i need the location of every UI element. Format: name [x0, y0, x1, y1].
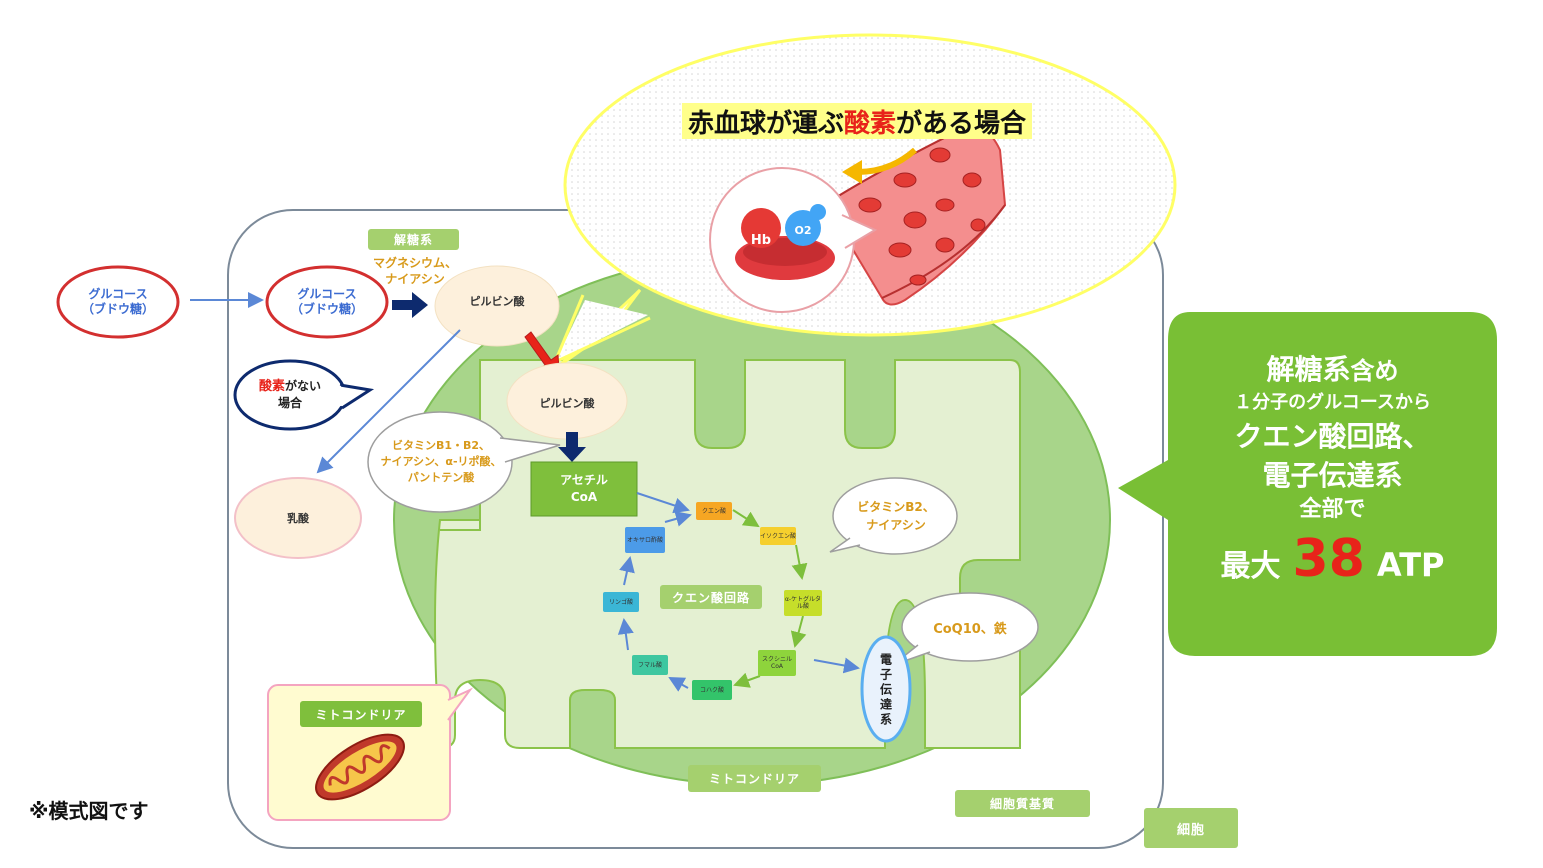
schematic-note: ※模式図です: [29, 799, 149, 823]
glucose-inside-oval: [265, 265, 389, 339]
cycle-step-citrate: クエン酸: [696, 502, 732, 520]
summary-text: 解糖系含め １分子のグルコースから クエン酸回路、 電子伝達系 全部で 最大 3…: [1168, 352, 1497, 589]
acetyl-coa-box: [530, 461, 638, 517]
summary-line-5: 全部で: [1299, 497, 1366, 522]
summary-line-6: 最大 38 ATP: [1221, 529, 1445, 589]
title-emphasis: 酸素: [844, 108, 897, 139]
cycle-step-succinyl-coa: スクシニルCoA: [758, 650, 796, 676]
glucose-inside-line-2: （ブドウ糖）: [290, 302, 363, 316]
hb-label: Hb: [750, 232, 772, 248]
glycolysis-tag: 解糖系: [368, 229, 459, 250]
summary-line1-bold: 解糖系: [1266, 353, 1351, 386]
cycle-step-fumarate: フマル酸: [632, 655, 668, 675]
no-oxygen-label: 酸素がない 場合: [240, 375, 340, 415]
cycle-step-alpha-ketoglutarate: α-ケトグルタル酸: [784, 590, 822, 616]
glucose-inside-line-1: グルコース: [297, 287, 357, 301]
summary-line1-rest: 含め: [1350, 357, 1399, 385]
vitamin-b1b2-line-1: ビタミンB1・B2、: [391, 439, 491, 452]
summary-line-2: １分子のグルコースから: [1234, 392, 1431, 413]
no-oxygen-line2: 場合: [277, 396, 302, 410]
title-part2: がある場合: [896, 108, 1027, 139]
summary-line-1: 解糖系含め: [1266, 352, 1398, 389]
summary-callout: [1118, 312, 1497, 656]
vitamin-b1b2-bubble: [367, 411, 513, 513]
mitochondria-inset-tag: ミトコンドリア: [300, 701, 422, 727]
vitamin-b2-line-1: ビタミンB2、: [857, 500, 935, 514]
etc-pill: [860, 635, 912, 743]
vitamin-b1b2-label: ビタミンB1・B2、 ナイアシン、α-リポ酸、 パントテン酸: [372, 430, 510, 494]
acetyl-coa-label: アセチル CoA: [531, 465, 637, 513]
glucose-outside-label: グルコース （ブドウ糖）: [58, 282, 178, 322]
summary-line-3: クエン酸回路、: [1234, 420, 1431, 453]
coq10-label: CoQ10、鉄: [933, 621, 1007, 637]
vitamin-b1b2-line-2: ナイアシン、α-リポ酸、: [380, 455, 502, 468]
pyruvate-cytosol-oval: [434, 265, 560, 347]
title-part1: 赤血球が運ぶ: [688, 108, 845, 139]
summary-number: 38: [1292, 529, 1365, 589]
glucose-outside-oval: [56, 265, 180, 339]
mitochondria-tag: ミトコンドリア: [688, 765, 821, 792]
lactate-oval: [234, 477, 362, 559]
vitamin-b2-label: ビタミンB2、 ナイアシン: [840, 496, 952, 536]
summary-unit: ATP: [1376, 546, 1445, 584]
vitamin-b2-bubble: [832, 477, 958, 555]
glucose-outside-line-2: （ブドウ糖）: [81, 302, 154, 316]
lactate-label: 乳酸: [287, 512, 309, 525]
cycle-step-isocitrate: イソクエン酸: [760, 527, 796, 545]
glycolysis-cofactors: マグネシウム、 ナイアシン: [360, 255, 470, 287]
pyruvate-mito-label: ピルビン酸: [539, 397, 595, 410]
o2-label: O2: [794, 223, 812, 237]
coq10-bubble: [901, 592, 1039, 662]
cycle-step-oxaloacetate: オキサロ酢酸: [625, 527, 665, 553]
no-oxygen-rest: がない: [285, 379, 322, 393]
summary-line-4: 電子伝達系: [1262, 459, 1403, 492]
acetyl-coa-line-2: CoA: [570, 490, 598, 504]
cofactor-line-1: マグネシウム、: [372, 256, 457, 270]
etc-label: 電子伝達系: [878, 652, 893, 728]
citric-cycle-tag: クエン酸回路: [660, 585, 762, 609]
cytosol-tag: 細胞質基質: [955, 790, 1090, 817]
oxygen-bubble-title: 赤血球が運ぶ 酸素 がある場合: [682, 103, 1033, 139]
acetyl-coa-line-1: アセチル: [560, 473, 608, 487]
vitamin-b2-line-2: ナイアシン: [866, 518, 926, 532]
cycle-step-succinate: コハク酸: [692, 680, 732, 700]
glucose-inside-label: グルコース （ブドウ糖）: [267, 282, 387, 322]
cycle-step-malate: リンゴ酸: [603, 592, 639, 612]
vitamin-b1b2-line-3: パントテン酸: [407, 471, 475, 484]
cofactor-line-2: ナイアシン: [385, 272, 445, 286]
summary-max: 最大: [1220, 549, 1281, 584]
glucose-outside-line-1: グルコース: [88, 287, 148, 301]
pyruvate-cytosol-label: ピルビン酸: [469, 295, 525, 308]
no-oxygen-emphasis: 酸素: [258, 379, 285, 394]
cell-tag: 細胞: [1144, 808, 1238, 848]
